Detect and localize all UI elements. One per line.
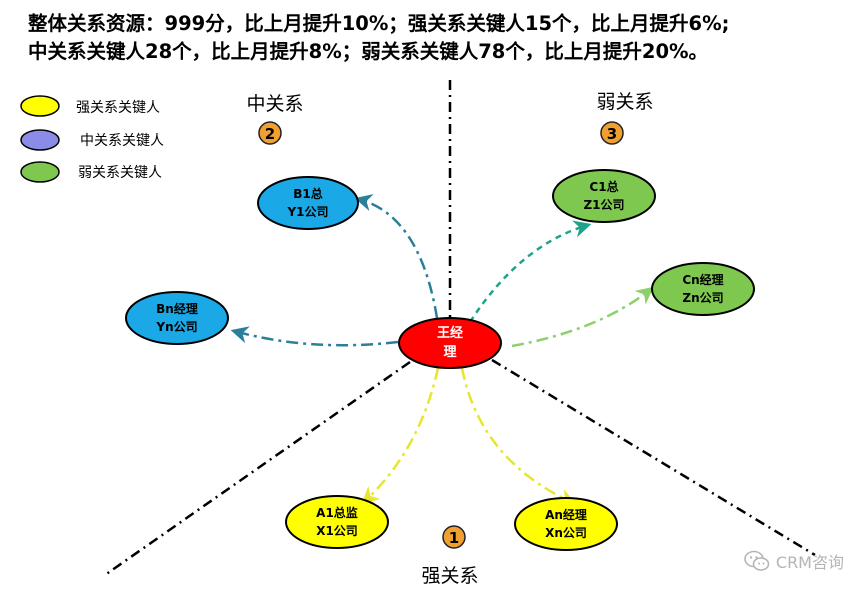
- node-a1-shape: [285, 495, 389, 549]
- legend-label-strong: 强关系关键人: [76, 100, 160, 116]
- legend-label-weak: 弱关系关键人: [78, 165, 162, 181]
- legend: 强关系关键人 中关系关键人 弱关系关键人: [20, 95, 164, 183]
- node-an-shape: [514, 497, 618, 551]
- node-cn-company: Zn公司: [682, 291, 723, 305]
- divider-right: [491, 358, 816, 557]
- node-a1-company: X1公司: [316, 524, 358, 538]
- node-c1-shape: [552, 169, 656, 223]
- legend-swatch-strong: [20, 95, 60, 117]
- arrow-to-cn: [511, 286, 654, 348]
- arrow-to-a1: [361, 367, 440, 505]
- node-center-line2: 理: [443, 345, 456, 360]
- watermark: CRM咨询: [744, 549, 844, 573]
- zone-label-strong: 强关系: [421, 565, 478, 587]
- node-c1-company: Z1公司: [583, 198, 624, 212]
- node-b1-company: Y1公司: [286, 205, 328, 219]
- summary-line-1: 整体关系资源：999分，比上月提升10%；强关系关键人15个，比上月提升6%;: [28, 12, 730, 35]
- node-b1-name: B1总: [293, 186, 323, 201]
- node-c1: C1总 Z1公司: [552, 169, 656, 223]
- node-center-line1: 王经: [437, 325, 463, 341]
- node-b1: B1总 Y1公司: [257, 176, 359, 230]
- watermark-text: CRM咨询: [775, 553, 844, 572]
- arrow-to-c1: [468, 220, 592, 323]
- wechat-icon: [744, 550, 770, 571]
- zone-badge-weak: [600, 121, 624, 145]
- divider-left: [104, 360, 411, 577]
- arrow-to-b1: [354, 194, 439, 319]
- zone-label-weak: 弱关系: [596, 91, 653, 113]
- zone-number-medium: 2: [265, 125, 275, 143]
- summary-header: 整体关系资源：999分，比上月提升10%；强关系关键人15个，比上月提升6%; …: [28, 10, 858, 66]
- legend-item-strong: 强关系关键人: [20, 95, 160, 117]
- node-bn-name: Bn经理: [156, 301, 198, 316]
- node-a1-name: A1总监: [316, 505, 358, 520]
- legend-swatch-medium: [20, 129, 60, 151]
- legend-swatch-weak: [20, 161, 60, 183]
- node-an: An经理 Xn公司: [514, 497, 618, 551]
- node-cn: Cn经理 Zn公司: [651, 262, 755, 316]
- zone-label-medium: 中关系: [246, 93, 303, 115]
- arrow-to-bn: [230, 326, 399, 347]
- node-an-company: Xn公司: [545, 526, 587, 540]
- node-bn-shape: [125, 291, 229, 345]
- node-a1: A1总监 X1公司: [285, 495, 389, 549]
- zone-badge-strong: [442, 525, 466, 549]
- zone-badge-medium: [258, 121, 282, 145]
- node-c1-name: C1总: [589, 179, 618, 194]
- zone-number-weak: 3: [607, 125, 617, 143]
- legend-item-weak: 弱关系关键人: [20, 161, 162, 183]
- zone-number-strong: 1: [449, 529, 459, 547]
- node-cn-shape: [651, 262, 755, 316]
- node-bn-company: Yn公司: [155, 320, 197, 334]
- node-center: 王经 理: [398, 317, 502, 369]
- legend-item-medium: 中关系关键人: [20, 129, 164, 151]
- node-cn-name: Cn经理: [682, 272, 723, 287]
- node-an-name: An经理: [545, 507, 587, 522]
- summary-line-2: 中关系关键人28个，比上月提升8%；弱关系关键人78个，比上月提升20%。: [28, 40, 709, 63]
- legend-label-medium: 中关系关键人: [80, 133, 164, 149]
- node-center-shape: [398, 317, 502, 369]
- node-b1-shape: [257, 176, 359, 230]
- arrow-to-an: [460, 367, 577, 506]
- node-bn: Bn经理 Yn公司: [125, 291, 229, 345]
